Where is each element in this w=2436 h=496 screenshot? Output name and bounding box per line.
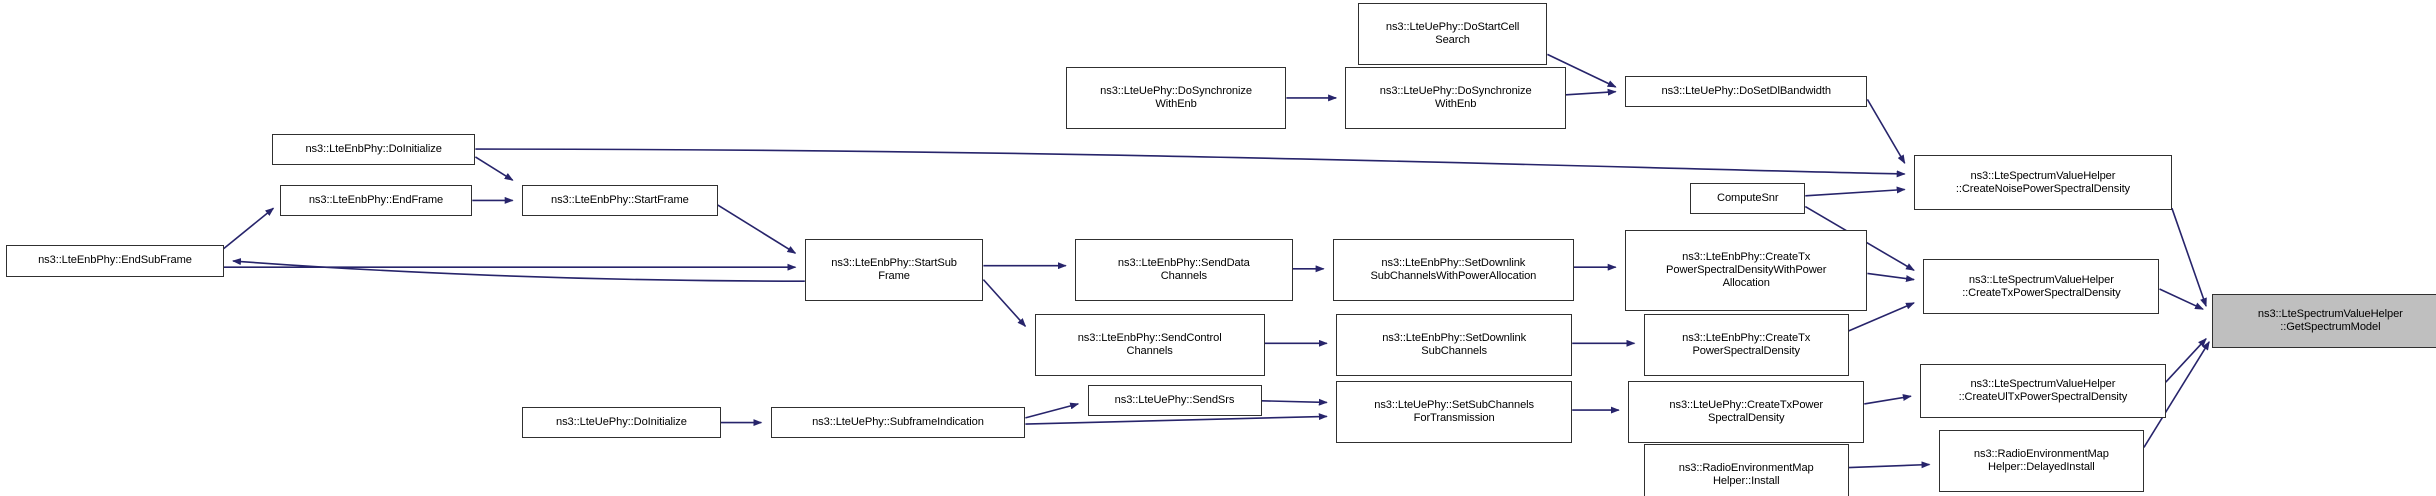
graph-edge: [2165, 337, 2207, 383]
graph-node[interactable]: ns3::LteSpectrumValueHelper ::GetSpectru…: [2212, 293, 2436, 348]
graph-edge: [1866, 98, 1906, 164]
graph-node[interactable]: ns3::LteEnbPhy::CreateTx PowerSpectralDe…: [1625, 229, 1868, 311]
graph-node-label: ns3::LteSpectrumValueHelper ::CreateUlTx…: [1958, 377, 2128, 403]
graph-edge: [1864, 394, 1912, 405]
graph-node-label: ns3::LteUePhy::DoSetDlBandwidth: [1661, 85, 1831, 98]
graph-edge: [223, 207, 275, 250]
graph-edge: [1025, 413, 1328, 425]
graph-node-label: ns3::RadioEnvironmentMap Helper::Delayed…: [1973, 448, 2109, 474]
graph-node-label: ns3::LteEnbPhy::CreateTx PowerSpectralDe…: [1682, 331, 1811, 357]
graph-node-label: ns3::LteEnbPhy::SetDownlink SubChannels: [1382, 331, 1527, 357]
graph-edge: [2171, 207, 2207, 308]
graph-edge: [1867, 272, 1915, 283]
graph-node[interactable]: ns3::LteUePhy::SetSubChannels ForTransmi…: [1336, 380, 1573, 443]
graph-node[interactable]: ns3::RadioEnvironmentMap Helper::Delayed…: [1938, 430, 2144, 493]
graph-node[interactable]: ns3::LteUePhy::DoInitialize: [522, 407, 721, 439]
graph-node-label: ns3::LteEnbPhy::CreateTx PowerSpectralDe…: [1666, 250, 1827, 289]
graph-node[interactable]: ns3::LteEnbPhy::SendData Channels: [1075, 239, 1293, 302]
graph-node-label: ns3::LteUePhy::SetSubChannels ForTransmi…: [1374, 398, 1535, 424]
graph-node[interactable]: ns3::LteEnbPhy::SendControl Channels: [1034, 313, 1265, 376]
graph-node-label: ns3::LteEnbPhy::SendControl Channels: [1077, 331, 1222, 357]
graph-node[interactable]: ns3::LteEnbPhy::CreateTx PowerSpectralDe…: [1643, 313, 1849, 376]
graph-node-label: ns3::LteEnbPhy::EndSubFrame: [38, 254, 192, 267]
graph-node-label: ns3::LteUePhy::DoStartCell Search: [1385, 21, 1520, 47]
graph-node[interactable]: ns3::LteSpectrumValueHelper ::CreateTxPo…: [1923, 259, 2160, 314]
graph-node[interactable]: ns3::LteEnbPhy::SetDownlink SubChannelsW…: [1332, 239, 1574, 302]
graph-node[interactable]: ns3::LteEnbPhy::EndSubFrame: [6, 245, 224, 277]
graph-node[interactable]: ns3::LteUePhy::CreateTxPower SpectralDen…: [1628, 380, 1865, 443]
graph-node[interactable]: ns3::LteSpectrumValueHelper ::CreateUlTx…: [1920, 363, 2166, 418]
graph-edge: [474, 156, 514, 181]
graph-edge: [475, 148, 1906, 178]
graph-node-label: ns3::LteEnbPhy::DoInitialize: [305, 142, 442, 155]
graph-node-label: ns3::LteEnbPhy::EndFrame: [308, 193, 444, 206]
graph-node-label: ns3::LteEnbPhy::StartFrame: [550, 193, 689, 206]
graph-node-label: ns3::LteSpectrumValueHelper ::GetSpectru…: [2257, 307, 2403, 333]
graph-node[interactable]: ComputeSnr: [1690, 183, 1806, 215]
graph-edge: [1848, 461, 1931, 469]
graph-node[interactable]: ns3::LteEnbPhy::StartSub Frame: [804, 239, 984, 302]
graph-node-label: ns3::LteEnbPhy::SendData Channels: [1117, 257, 1250, 283]
graph-node[interactable]: ns3::RadioEnvironmentMap Helper::Install: [1643, 444, 1849, 496]
graph-node[interactable]: ns3::LteEnbPhy::DoInitialize: [271, 133, 476, 165]
graph-node-label: ns3::LteSpectrumValueHelper ::CreateTxPo…: [1962, 273, 2121, 299]
graph-node-label: ns3::RadioEnvironmentMap Helper::Install: [1678, 462, 1814, 488]
graph-edge: [1261, 398, 1328, 406]
graph-node-label: ns3::LteSpectrumValueHelper ::CreateNois…: [1955, 169, 2131, 195]
graph-edge: [1025, 402, 1080, 419]
graph-node-label: ns3::LteUePhy::DoSynchronize WithEnb: [1379, 84, 1532, 110]
graph-node[interactable]: ns3::LteEnbPhy::StartFrame: [522, 184, 718, 216]
graph-node[interactable]: ns3::LteUePhy::DoStartCell Search: [1357, 3, 1548, 66]
graph-node-label: ns3::LteEnbPhy::StartSub Frame: [831, 257, 957, 283]
graph-node[interactable]: ns3::LteUePhy::SubframeIndication: [770, 407, 1026, 439]
graph-node-label: ComputeSnr: [1717, 192, 1779, 205]
graph-edge: [2159, 288, 2204, 310]
graph-node[interactable]: ns3::LteEnbPhy::SetDownlink SubChannels: [1336, 313, 1573, 376]
graph-node-label: ns3::LteUePhy::SubframeIndication: [812, 416, 984, 429]
graph-node[interactable]: ns3::LteSpectrumValueHelper ::CreateNois…: [1914, 155, 2172, 210]
graph-edge: [232, 258, 805, 282]
graph-node-label: ns3::LteUePhy::CreateTxPower SpectralDen…: [1669, 398, 1824, 424]
graph-edge: [717, 204, 797, 254]
graph-node[interactable]: ns3::LteEnbPhy::EndFrame: [279, 184, 473, 216]
graph-node-label: ns3::LteEnbPhy::SetDownlink SubChannelsW…: [1370, 257, 1537, 283]
graph-node[interactable]: ns3::LteUePhy::DoSynchronize WithEnb: [1065, 66, 1287, 129]
graph-node[interactable]: ns3::LteUePhy::DoSynchronize WithEnb: [1345, 66, 1566, 129]
graph-edge: [982, 279, 1027, 328]
graph-edge: [1805, 186, 1906, 197]
graph-node[interactable]: ns3::LteUePhy::SendSrs: [1087, 385, 1262, 417]
graph-node[interactable]: ns3::LteUePhy::DoSetDlBandwidth: [1625, 76, 1868, 108]
graph-node-label: ns3::LteUePhy::SendSrs: [1114, 394, 1235, 407]
graph-node-label: ns3::LteUePhy::DoInitialize: [555, 416, 687, 429]
graph-edge: [1565, 88, 1617, 96]
graph-node-label: ns3::LteUePhy::DoSynchronize WithEnb: [1100, 84, 1252, 110]
